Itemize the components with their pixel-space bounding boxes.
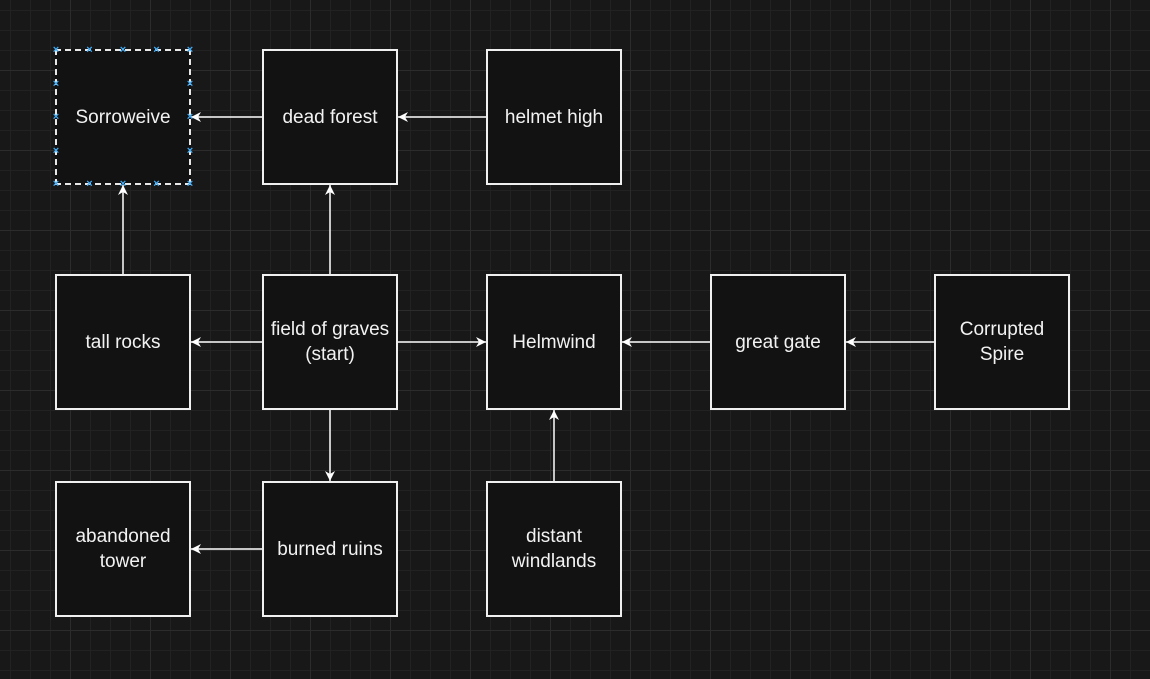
node-burned-ruins[interactable]: burned ruins xyxy=(262,481,398,617)
node-helmet-high[interactable]: helmet high xyxy=(486,49,622,185)
selection-handle-icon[interactable]: × xyxy=(52,77,60,90)
node-label: burned ruins xyxy=(277,538,383,560)
node-label: Helmwind xyxy=(512,331,596,353)
selection-handle-icon[interactable]: × xyxy=(86,178,93,190)
node-label: abandoned tower xyxy=(75,526,171,572)
selection-handle-icon[interactable]: × xyxy=(153,44,160,56)
node-corrupted-spire[interactable]: Corrupted Spire xyxy=(934,274,1070,410)
node-tall-rocks[interactable]: tall rocks xyxy=(55,274,191,410)
selection-handle-icon[interactable]: × xyxy=(186,77,194,90)
selection-handle-icon[interactable]: × xyxy=(52,178,60,190)
node-label: Sorroweive xyxy=(75,106,171,128)
selection-handle-icon[interactable]: × xyxy=(186,44,194,56)
selection-handle-icon[interactable]: × xyxy=(186,178,194,190)
node-helmwind[interactable]: Helmwind xyxy=(486,274,622,410)
selection-handle-icon[interactable]: × xyxy=(119,44,127,56)
node-label: Corrupted Spire xyxy=(959,319,1045,365)
node-sorroweive[interactable]: Sorroweive xyxy=(55,49,191,185)
node-label: helmet high xyxy=(504,106,604,128)
node-label: distant windlands xyxy=(511,526,597,572)
selection-handle-icon[interactable]: × xyxy=(52,111,60,123)
selection-handle-icon[interactable]: × xyxy=(153,178,160,190)
node-distant-windlands[interactable]: distant windlands xyxy=(486,481,622,617)
selection-handle-icon[interactable]: × xyxy=(86,44,93,56)
node-great-gate[interactable]: great gate xyxy=(710,274,846,410)
node-label: dead forest xyxy=(282,106,378,128)
selection-handle-icon[interactable]: × xyxy=(186,111,194,123)
node-dead-forest[interactable]: dead forest xyxy=(262,49,398,185)
selection-handle-icon[interactable]: × xyxy=(52,44,60,56)
node-field-of-graves[interactable]: field of graves (start) xyxy=(262,274,398,410)
node-abandoned-tower[interactable]: abandoned tower xyxy=(55,481,191,617)
selection-handle-icon[interactable]: × xyxy=(119,178,127,190)
node-label: great gate xyxy=(735,331,821,353)
node-label: tall rocks xyxy=(85,331,161,353)
selection-handle-icon[interactable]: × xyxy=(52,144,60,157)
selection-handle-icon[interactable]: × xyxy=(186,144,194,157)
node-label: field of graves (start) xyxy=(270,319,390,365)
